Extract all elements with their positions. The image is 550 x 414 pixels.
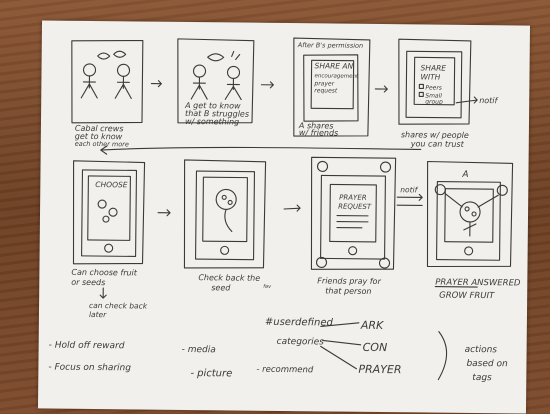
phone-outline <box>303 54 359 122</box>
frame-2-caption-2: that B struggles <box>185 109 249 119</box>
tag-ark: ARK <box>360 319 384 332</box>
arrow-1-2 <box>150 80 162 88</box>
frame-1: Cabal crews get to know each other more <box>71 39 144 149</box>
frame-4-screen-3: Peers <box>425 84 442 91</box>
frame-4-screen-4: Small <box>425 92 442 99</box>
frame-6-caption-2: seed <box>211 283 231 292</box>
frame-7-caption-1: Friends pray for <box>317 276 381 286</box>
frame-5: CHOOSE Can choose fruit or seeds can che… <box>71 160 148 319</box>
frame-4-caption-2: you can trust <box>410 139 465 149</box>
note-based-on: based on <box>466 359 508 369</box>
frame-1-caption-2: get to know <box>75 132 123 142</box>
frame-6-caption-1: Check back the <box>198 273 260 283</box>
frame-7-screen-2: REQUEST <box>338 203 372 211</box>
tag-prayer: PRAYER <box>358 363 401 376</box>
frame-5-caption-2: or seeds <box>71 278 105 287</box>
frame-5-screen-1: CHOOSE <box>95 180 128 189</box>
frame-5-sub-caption-2: later <box>89 310 107 319</box>
frame-2-caption-3: w/ something <box>185 117 239 127</box>
frame-7-caption-2: that person <box>325 286 371 295</box>
frame-8-top-letter: A <box>461 170 468 180</box>
frame-3-caption-2: w/ friends <box>299 128 338 137</box>
frame-3-screen-2: encouragement <box>314 73 359 79</box>
frame-6: Check back the seed fav <box>183 159 272 292</box>
frame-1-caption-3: each other more <box>75 140 129 149</box>
frame-7-screen-1: PRAYER <box>339 194 367 202</box>
frame-4-caption-1: shares w/ people <box>401 130 469 140</box>
frame-3-screen-4: request <box>314 87 338 94</box>
frame-4-screen-2: WITH <box>420 72 440 81</box>
frame-3-screen-1: SHARE AN <box>315 61 354 70</box>
arrow-7-8 <box>396 193 423 206</box>
frame-4-side-note: notif <box>479 96 498 105</box>
stick-person-b <box>114 63 132 99</box>
frame-7: PRAYER REQUEST Friends pray for that per… <box>310 156 397 296</box>
frame-5-sub-caption-1: can check back <box>89 301 148 311</box>
frame-2: A get to know that B struggles w/ someth… <box>177 38 255 127</box>
frame-3-screen-3: prayer <box>313 80 334 87</box>
frame-5-caption-1: Can choose fruit <box>71 268 137 278</box>
frame-2-caption-1: A get to know <box>184 101 241 111</box>
note-hashtag: #userdefined <box>265 317 334 329</box>
arrow-6-7 <box>283 204 301 212</box>
note-focus-on-sharing: - Focus on sharing <box>48 363 131 374</box>
frame-6-tiny-note: fav <box>263 284 272 290</box>
note-media: - media <box>182 345 216 355</box>
speech-bubbles <box>97 50 127 60</box>
brace <box>437 331 448 381</box>
arrow-5-6 <box>157 209 171 217</box>
bottom-notes: - Hold off reward - Focus on sharing - m… <box>48 317 508 383</box>
frame-8-side-note: notif <box>400 185 418 194</box>
note-tags: tags <box>472 373 492 383</box>
note-actions: actions <box>465 345 498 355</box>
note-picture: - picture <box>190 368 232 379</box>
frame-1-caption-1: Cabal crews <box>75 124 124 134</box>
arrow-3-4 <box>374 85 388 93</box>
return-arrow <box>100 145 422 155</box>
frame-8: A PRAYER ANSWERED GROW FRUIT <box>426 160 521 302</box>
note-categories: categories <box>277 337 325 347</box>
arrow-2-3 <box>260 81 274 89</box>
frame-4: SHARE WITH Peers Small group notif share… <box>398 38 499 149</box>
tag-connectors <box>320 322 362 370</box>
tag-con: CON <box>363 341 388 354</box>
note-hold-off-reward: - Hold off reward <box>49 341 125 352</box>
stick-person-a <box>80 63 98 99</box>
frame-3-caption-1: A shares <box>298 121 334 130</box>
frame-4-screen-1: SHARE <box>421 63 447 72</box>
frame-4-screen-5: group <box>425 98 443 105</box>
frame-3: After B's permission SHARE AN encouragem… <box>293 37 371 138</box>
frame-8-caption-1: PRAYER ANSWERED <box>435 278 521 289</box>
note-recommend: - recommend <box>256 365 314 376</box>
frame-8-caption-2: GROW FRUIT <box>439 291 495 302</box>
frame-3-top-note: After B's permission <box>297 41 363 50</box>
